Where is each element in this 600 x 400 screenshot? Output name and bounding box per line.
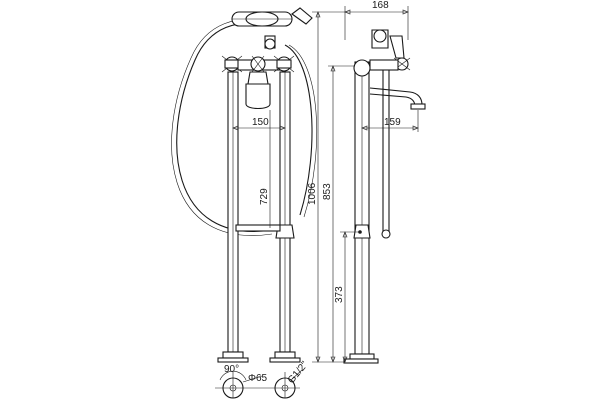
base-detail: 90° Φ65 G1/2": [215, 359, 311, 399]
side-view: [343, 29, 426, 364]
dim-1006-label: 1006: [307, 182, 318, 205]
rotation-label: 90°: [224, 364, 239, 375]
dim-853-label: 853: [322, 183, 333, 200]
dim-159-label: 159: [384, 117, 401, 128]
left-leg: [217, 71, 249, 363]
shower-hose: [176, 22, 273, 232]
dim-729-label: 729: [259, 188, 270, 205]
right-leg: [269, 71, 301, 363]
diverter-body: [237, 55, 281, 110]
dimension-150: 150: [232, 117, 286, 131]
base-diameter-label: Φ65: [248, 373, 268, 384]
front-view: [171, 7, 317, 363]
dimension-159: 159: [361, 110, 419, 132]
dimension-168: 168: [344, 0, 409, 40]
hand-shower: [231, 7, 313, 50]
dimension-1006: 1006: [307, 11, 345, 363]
dimension-373: 373: [334, 230, 362, 363]
dimension-729: 729: [259, 110, 271, 228]
dim-168-label: 168: [372, 0, 389, 11]
dimension-853: 853: [322, 65, 355, 363]
dim-373-label: 373: [334, 286, 345, 303]
spout: [369, 87, 426, 110]
right-cross-handle: [273, 55, 295, 73]
thread-label: G1/2": [286, 359, 311, 386]
dim-150-label: 150: [252, 117, 269, 128]
